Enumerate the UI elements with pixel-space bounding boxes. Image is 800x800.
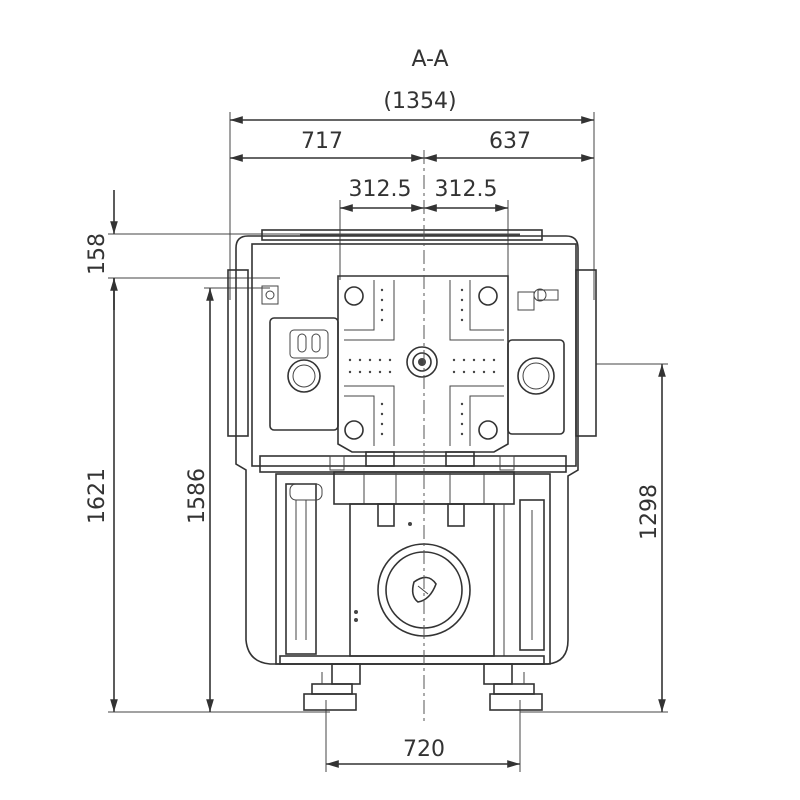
half-right-label: 312.5 <box>435 177 498 202</box>
half-left-label: 312.5 <box>349 177 412 202</box>
dimension-lines <box>108 112 668 772</box>
height-right-label: 1298 <box>637 484 662 540</box>
right-width-label: 637 <box>489 129 531 154</box>
left-width-label: 717 <box>301 129 343 154</box>
base-width-label: 720 <box>403 737 445 762</box>
height-total-label: 1621 <box>85 468 110 524</box>
section-label: A-A <box>411 47 448 72</box>
height-inner-label: 1586 <box>185 468 210 524</box>
machine-outline <box>227 229 597 711</box>
overall-width-label: (1354) <box>383 89 456 114</box>
top-offset-label: 158 <box>85 233 110 275</box>
